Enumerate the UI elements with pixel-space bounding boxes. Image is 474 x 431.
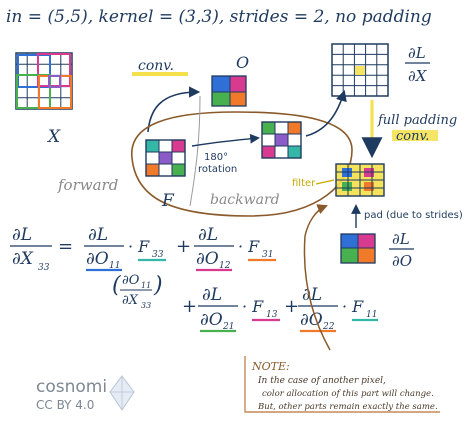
eq-t4-numerator: ∂L	[302, 285, 322, 305]
dl-do-numerator: ∂L	[392, 230, 410, 248]
label-pad: pad (due to strides)	[364, 210, 463, 221]
eq-lhs-denominator: ∂X	[12, 249, 34, 269]
dl-do-grid	[340, 233, 376, 264]
full-padding-highlight	[392, 130, 438, 141]
backward-output-arrow	[305, 89, 347, 137]
label-rotation-deg: 180°	[204, 152, 228, 163]
input-x-grid	[15, 52, 73, 110]
dl-do-denominator: ∂O	[392, 252, 412, 270]
note-line-2: color allocation of this part will chang…	[262, 389, 434, 399]
eq-equals: =	[58, 236, 73, 257]
note-title: NOTE:	[251, 360, 290, 373]
dl-dx-denominator: ∂X	[408, 67, 428, 85]
label-rotation-word: rotation	[198, 164, 237, 175]
brand-license: CC BY 4.0	[36, 398, 94, 412]
label-f: F	[161, 191, 175, 211]
padded-grid	[335, 163, 385, 197]
eq-t1-den-sub: 11	[109, 261, 120, 271]
eq-t3-den-sub: 21	[222, 322, 234, 332]
dl-dx-numerator: ∂L	[408, 44, 426, 62]
eq-paren-close: )	[153, 273, 163, 298]
output-o-grid	[211, 75, 247, 107]
filter-f-grid	[145, 139, 186, 177]
divider-line	[189, 95, 201, 207]
eq-t1-denominator: ∂O	[86, 249, 109, 269]
note-arrow	[303, 204, 331, 351]
filter-pointer	[315, 179, 335, 185]
label-o: O	[236, 53, 249, 72]
eq-t4-f-sub: 11	[366, 310, 377, 320]
eq-t2-f: · F	[238, 237, 260, 256]
brand-name: cosnomi	[36, 377, 107, 397]
eq-paren-den-sub: 33	[141, 301, 151, 310]
eq-t3-numerator: ∂L	[202, 285, 222, 305]
eq-t1-f-sub: 33	[152, 250, 164, 260]
rotation-arrow	[191, 133, 260, 147]
dl-dx-grid	[331, 43, 389, 97]
label-filter: filter	[292, 178, 316, 189]
backward-region	[131, 111, 353, 217]
eq-t4-f: · F	[342, 297, 364, 316]
note-box	[244, 356, 440, 413]
note-line-1: In the case of another pixel,	[257, 376, 386, 386]
eq-paren-numerator: ∂O	[122, 273, 140, 288]
note-line-3: But, other parts remain exactly the same…	[257, 402, 438, 412]
eq-paren-open: (	[112, 273, 121, 298]
eq-plus-2: +	[182, 296, 197, 317]
eq-paren-num-sub: 11	[141, 281, 151, 290]
forward-arrow	[147, 86, 201, 133]
eq-lhs-numerator: ∂L	[12, 225, 32, 245]
eq-t1-f: · F	[128, 237, 150, 256]
label-full-padding: full padding	[377, 113, 457, 128]
label-backward: backward	[210, 192, 280, 208]
label-conv: conv.	[138, 58, 174, 74]
eq-t3-denominator: ∂O	[200, 310, 223, 330]
brand-logo: cosnomi CC BY 4.0	[36, 375, 135, 412]
eq-t2-f-sub: 31	[262, 250, 273, 260]
eq-t2-den-sub: 12	[219, 261, 231, 271]
eq-plus-1: +	[176, 236, 191, 257]
eq-plus-3: +	[284, 296, 299, 317]
gradient-equation: ∂L ∂X 33 = ∂L ∂O 11 · F 33 + ∂L ∂O 12 · …	[10, 225, 378, 333]
rotated-filter-grid	[261, 121, 302, 159]
eq-lhs-sub: 33	[38, 263, 50, 273]
label-x: X	[46, 127, 61, 147]
eq-t4-den-sub: 22	[322, 322, 335, 332]
eq-t3-f-sub: 13	[266, 310, 278, 320]
eq-t1-numerator: ∂L	[88, 225, 108, 245]
eq-t2-numerator: ∂L	[198, 225, 218, 245]
eq-t3-f: · F	[242, 297, 264, 316]
label-forward: forward	[57, 176, 118, 194]
eq-paren-denominator: ∂X	[122, 293, 139, 308]
label-full-padding-conv: conv.	[396, 129, 429, 144]
eq-t4-denominator: ∂O	[300, 310, 323, 330]
header-text: in = (5,5), kernel = (3,3), strides = 2,…	[6, 7, 432, 27]
eq-t2-denominator: ∂O	[196, 249, 219, 269]
